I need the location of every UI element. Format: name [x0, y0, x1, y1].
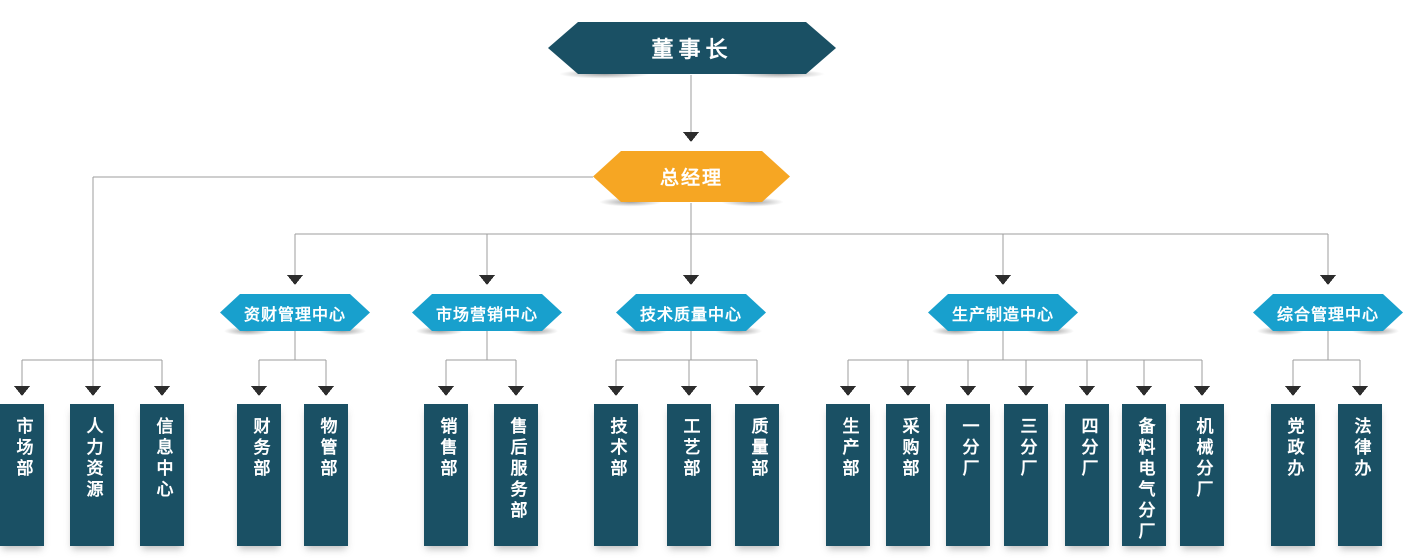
center-finance-assets-label: 资财管理中心 [243, 304, 346, 324]
dept-material-electric-factory-label: 备料电气分厂 [1134, 417, 1155, 543]
dept-human-resources: 人力资源 [70, 404, 114, 546]
dept-quality-label: 质量部 [747, 417, 768, 480]
node-general-manager: 总经理 [589, 151, 795, 208]
dept-market-label: 市场部 [12, 417, 33, 480]
center-tech-quality-label: 技术质量中心 [639, 304, 742, 324]
center-hexagon [928, 294, 1078, 331]
general-manager-hexagon [593, 151, 790, 202]
chairman-hexagon [548, 22, 836, 74]
line-gm-left-branch [21, 176, 593, 386]
node-center-marketing: 市场营销中心 [408, 294, 566, 337]
node-center-tech-quality: 技术质量中心 [612, 294, 770, 337]
dept-process-label: 工艺部 [679, 417, 700, 480]
node-center-production: 生产制造中心 [924, 294, 1082, 337]
dept-market: 市场部 [0, 404, 44, 546]
node-chairman: 董事长 [544, 22, 840, 80]
dept-machinery-factory-label: 机械分厂 [1192, 417, 1213, 501]
node-center-general-admin: 综合管理中心 [1249, 294, 1407, 337]
dept-materials-mgmt: 物管部 [304, 404, 348, 546]
center-production-label: 生产制造中心 [951, 304, 1054, 324]
dept-quality: 质量部 [735, 404, 779, 546]
dept-legal-office: 法律办 [1338, 404, 1382, 546]
dept-factory-1: 一分厂 [946, 404, 990, 546]
line-center1-depts [258, 331, 327, 386]
line-center5-depts [1292, 331, 1361, 386]
dept-sales-label: 销售部 [436, 417, 457, 480]
line-center3-depts [615, 331, 758, 386]
dept-finance-label: 财务部 [249, 417, 270, 480]
dept-process: 工艺部 [667, 404, 711, 546]
dept-purchasing-label: 采购部 [898, 417, 919, 480]
dept-party-gov-office-label: 党政办 [1283, 417, 1304, 480]
center-hexagon [220, 294, 370, 331]
dept-legal-office-label: 法律办 [1350, 417, 1371, 480]
line-gm-centers [294, 203, 1329, 275]
dept-technology: 技术部 [594, 404, 638, 546]
node-center-finance-assets: 资财管理中心 [216, 294, 374, 337]
dept-production: 生产部 [826, 404, 870, 546]
center-hexagon [412, 294, 562, 331]
dept-factory-4: 四分厂 [1065, 404, 1109, 546]
tree-lines [21, 75, 1361, 386]
center-hexagon [1253, 294, 1403, 331]
center-marketing-label: 市场营销中心 [435, 304, 538, 324]
dept-factory-3-label: 三分厂 [1016, 417, 1037, 480]
dept-material-electric-factory: 备料电气分厂 [1122, 404, 1166, 546]
dept-sales: 销售部 [424, 404, 468, 546]
dept-machinery-factory: 机械分厂 [1180, 404, 1224, 546]
dept-party-gov-office: 党政办 [1271, 404, 1315, 546]
dept-factory-3: 三分厂 [1004, 404, 1048, 546]
dept-human-resources-label: 人力资源 [82, 417, 103, 501]
line-center4-depts [847, 331, 1203, 386]
dept-after-sales-service: 售后服务部 [494, 404, 538, 546]
center-general-admin-label: 综合管理中心 [1276, 304, 1379, 324]
general-manager-label: 总经理 [659, 167, 723, 189]
dept-finance: 财务部 [237, 404, 281, 546]
dept-info-center: 信息中心 [140, 404, 184, 546]
dept-materials-mgmt-label: 物管部 [316, 417, 337, 480]
dept-production-label: 生产部 [838, 417, 859, 480]
dept-factory-4-label: 四分厂 [1077, 417, 1098, 480]
dept-technology-label: 技术部 [606, 417, 627, 480]
dept-purchasing: 采购部 [886, 404, 930, 546]
dept-info-center-label: 信息中心 [152, 417, 173, 501]
line-center2-depts [445, 331, 517, 386]
dept-factory-1-label: 一分厂 [958, 417, 979, 480]
center-hexagon [616, 294, 766, 331]
chairman-label: 董事长 [651, 38, 733, 63]
dept-after-sales-service-label: 售后服务部 [506, 417, 527, 522]
